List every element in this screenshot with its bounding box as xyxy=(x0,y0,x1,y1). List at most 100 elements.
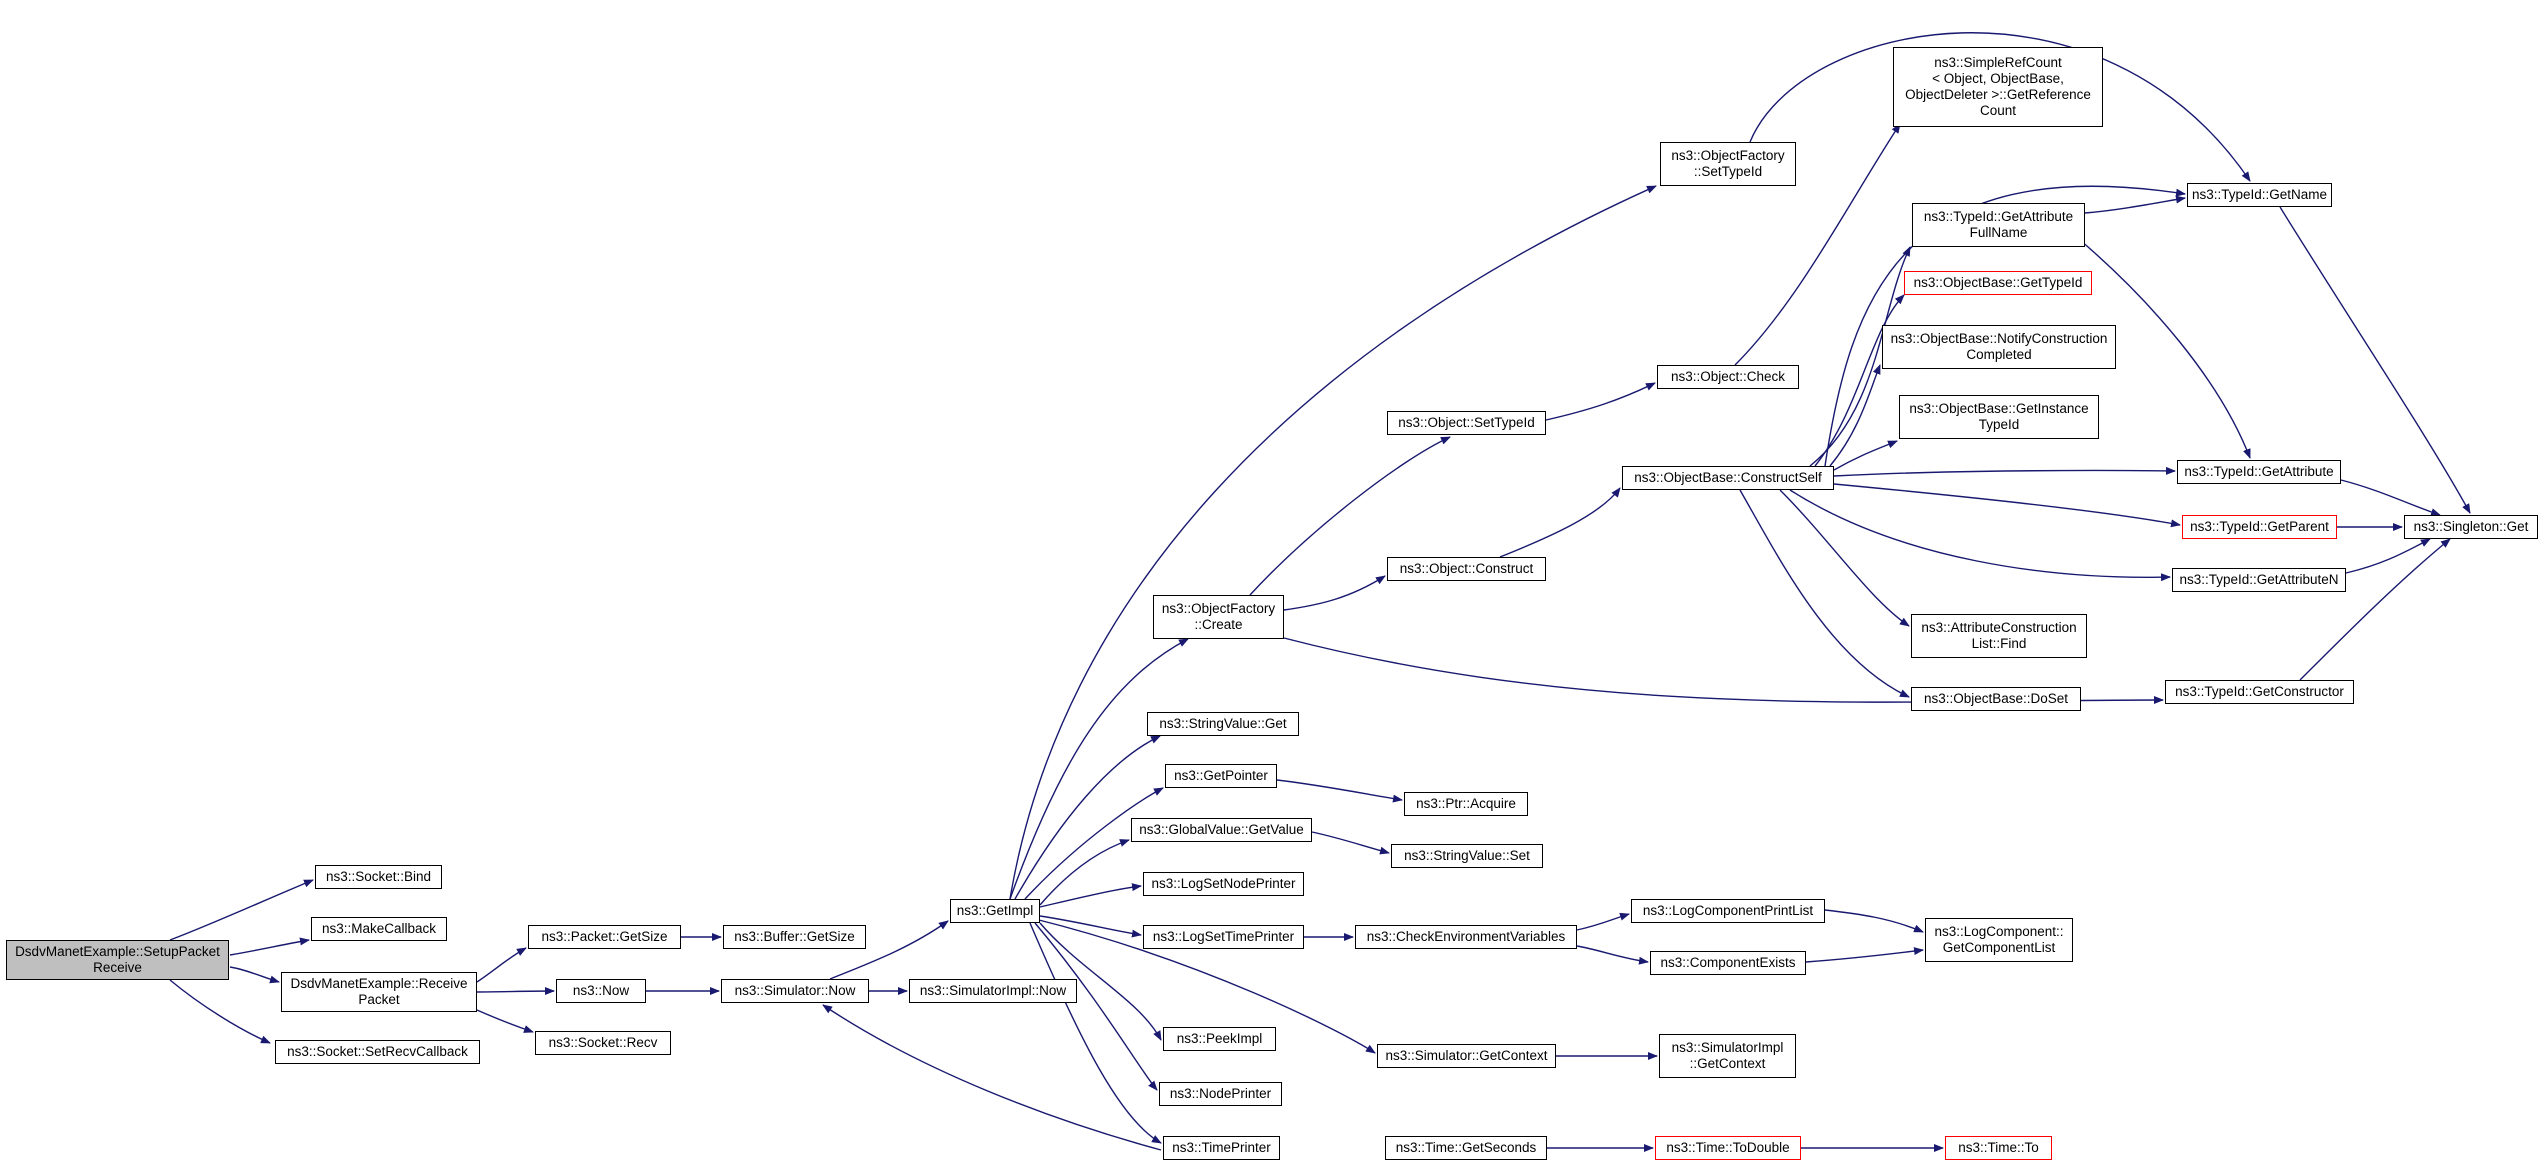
call-edge xyxy=(1545,382,1656,421)
call-edge xyxy=(169,879,314,941)
call-edge xyxy=(1824,909,1924,933)
node-objectbase-getinstancetypeid[interactable]: ns3::ObjectBase::GetInstance TypeId xyxy=(1899,395,2099,439)
call-edge xyxy=(169,979,271,1044)
node-makecallback[interactable]: ns3::MakeCallback xyxy=(311,917,447,941)
node-simplerefcount-getreferencecount[interactable]: ns3::SimpleRefCount < Object, ObjectBase… xyxy=(1893,47,2103,127)
call-edge xyxy=(1039,915,1142,938)
node-stringvalue-get[interactable]: ns3::StringValue::Get xyxy=(1147,712,1299,736)
call-edge xyxy=(2079,239,2251,459)
node-singleton-get[interactable]: ns3::Singleton::Get xyxy=(2404,515,2538,539)
node-checkenvironmentvariables[interactable]: ns3::CheckEnvironmentVariables xyxy=(1355,925,1577,949)
call-edge xyxy=(822,1004,1162,1151)
node-ptr-acquire[interactable]: ns3::Ptr::Acquire xyxy=(1404,792,1528,816)
node-logcomponentprintlist[interactable]: ns3::LogComponentPrintList xyxy=(1631,899,1825,923)
node-objectbase-constructself[interactable]: ns3::ObjectBase::ConstructSelf xyxy=(1622,466,1834,490)
node-objectbase-doset[interactable]: ns3::ObjectBase::DoSet xyxy=(1911,687,2081,711)
call-edge xyxy=(1814,294,1905,467)
node-object-check[interactable]: ns3::Object::Check xyxy=(1657,365,1799,389)
call-edge xyxy=(1009,185,1657,900)
node-stringvalue-set[interactable]: ns3::StringValue::Set xyxy=(1391,844,1543,868)
call-edge xyxy=(1014,735,1161,900)
node-typeid-getattribute[interactable]: ns3::TypeId::GetAttribute xyxy=(2177,460,2341,484)
call-edge xyxy=(1739,489,1910,698)
call-edge xyxy=(1039,883,1142,908)
call-edge xyxy=(1576,912,1630,931)
call-edge xyxy=(1829,364,1881,467)
node-objectbase-notifyconstructioncompleted[interactable]: ns3::ObjectBase::NotifyConstruction Comp… xyxy=(1882,325,2116,369)
call-edge xyxy=(1034,918,1376,1054)
call-edge xyxy=(1249,436,1451,596)
call-edge xyxy=(1029,922,1162,1144)
node-attributeconstructionlist-find[interactable]: ns3::AttributeConstruction List::Find xyxy=(1911,614,2087,658)
call-edge xyxy=(1833,483,2181,528)
node-simulator-getcontext[interactable]: ns3::Simulator::GetContext xyxy=(1377,1044,1556,1068)
call-edge xyxy=(2084,195,2186,214)
node-timeprinter[interactable]: ns3::TimePrinter xyxy=(1163,1136,1280,1160)
call-edge xyxy=(1734,123,1901,366)
call-edge xyxy=(1039,922,1162,1041)
node-objectfactory-create[interactable]: ns3::ObjectFactory ::Create xyxy=(1153,595,1284,639)
call-edge xyxy=(1749,32,2251,182)
call-edges xyxy=(169,32,2471,1152)
node-socket-bind[interactable]: ns3::Socket::Bind xyxy=(315,865,442,889)
call-edge xyxy=(2299,538,2451,681)
node-componentexists[interactable]: ns3::ComponentExists xyxy=(1650,951,1806,975)
call-edge xyxy=(229,937,310,956)
node-typeid-getparent[interactable]: ns3::TypeId::GetParent xyxy=(2182,515,2337,539)
node-typeid-getattributen[interactable]: ns3::TypeId::GetAttributeN xyxy=(2172,568,2346,592)
node-logcomponent-getcomponentlist[interactable]: ns3::LogComponent:: GetComponentList xyxy=(1925,918,2073,962)
node-time-todouble[interactable]: ns3::Time::ToDouble xyxy=(1655,1136,1801,1160)
node-packet-getsize[interactable]: ns3::Packet::GetSize xyxy=(528,925,681,949)
call-edge xyxy=(1311,831,1390,855)
node-object-construct[interactable]: ns3::Object::Construct xyxy=(1387,557,1546,581)
node-logsetnodeprinter[interactable]: ns3::LogSetNodePrinter xyxy=(1143,872,1304,896)
node-typeid-getname[interactable]: ns3::TypeId::GetName xyxy=(2187,183,2332,207)
call-edge xyxy=(1276,779,1403,803)
node-object-settypeid[interactable]: ns3::Object::SetTypeId xyxy=(1387,411,1546,435)
call-edge xyxy=(1039,839,1130,906)
call-edge xyxy=(1833,466,2176,477)
call-edge xyxy=(2345,538,2431,574)
node-logsettimeprinter[interactable]: ns3::LogSetTimePrinter xyxy=(1143,925,1304,949)
node-typeid-getconstructor[interactable]: ns3::TypeId::GetConstructor xyxy=(2165,680,2354,704)
node-peekimpl[interactable]: ns3::PeekImpl xyxy=(1163,1027,1276,1051)
node-getpointer[interactable]: ns3::GetPointer xyxy=(1165,764,1277,788)
call-edge xyxy=(829,920,949,980)
call-edge xyxy=(2279,206,2471,514)
call-edge xyxy=(1024,787,1164,900)
node-objectbase-gettypeid[interactable]: ns3::ObjectBase::GetTypeId xyxy=(1904,271,2092,295)
call-edge xyxy=(1824,185,2186,467)
node-socket-setrecvcallback[interactable]: ns3::Socket::SetRecvCallback xyxy=(275,1040,480,1064)
call-edge xyxy=(229,966,280,984)
call-edge xyxy=(1809,246,1911,467)
call-edge xyxy=(1283,575,1386,611)
node-getimpl[interactable]: ns3::GetImpl xyxy=(950,899,1040,923)
node-now[interactable]: ns3::Now xyxy=(556,979,646,1003)
node-simulator-now[interactable]: ns3::Simulator::Now xyxy=(721,979,869,1003)
call-edge xyxy=(476,1009,534,1033)
call-edge xyxy=(1833,440,1898,471)
node-objectfactory-settypeid[interactable]: ns3::ObjectFactory ::SetTypeId xyxy=(1660,142,1796,186)
node-buffer-getsize[interactable]: ns3::Buffer::GetSize xyxy=(723,925,866,949)
call-edge xyxy=(476,947,527,983)
node-receivepacket[interactable]: DsdvManetExample::Receive Packet xyxy=(281,972,477,1012)
call-edge xyxy=(2340,479,2441,516)
node-typeid-getattributefullname[interactable]: ns3::TypeId::GetAttribute FullName xyxy=(1912,203,2085,247)
call-edge xyxy=(476,987,555,996)
node-time-getseconds[interactable]: ns3::Time::GetSeconds xyxy=(1385,1136,1547,1160)
call-edge xyxy=(1789,489,2171,582)
node-time-to[interactable]: ns3::Time::To xyxy=(1945,1136,2052,1160)
node-nodeprinter[interactable]: ns3::NodePrinter xyxy=(1159,1082,1282,1106)
call-edge xyxy=(1009,638,1189,900)
call-edge xyxy=(1576,945,1649,965)
call-edge xyxy=(1034,922,1158,1091)
call-edge xyxy=(1805,947,1924,963)
call-edge xyxy=(1779,489,1910,627)
node-root-setuppacketreceive: DsdvManetExample::SetupPacket Receive xyxy=(6,940,229,980)
node-simulatorimpl-getcontext[interactable]: ns3::SimulatorImpl ::GetContext xyxy=(1659,1034,1796,1078)
call-edge xyxy=(1499,487,1621,558)
node-globalvalue-getvalue[interactable]: ns3::GlobalValue::GetValue xyxy=(1131,818,1312,842)
node-socket-recv[interactable]: ns3::Socket::Recv xyxy=(535,1031,671,1055)
node-simulatorimpl-now[interactable]: ns3::SimulatorImpl::Now xyxy=(909,979,1077,1003)
